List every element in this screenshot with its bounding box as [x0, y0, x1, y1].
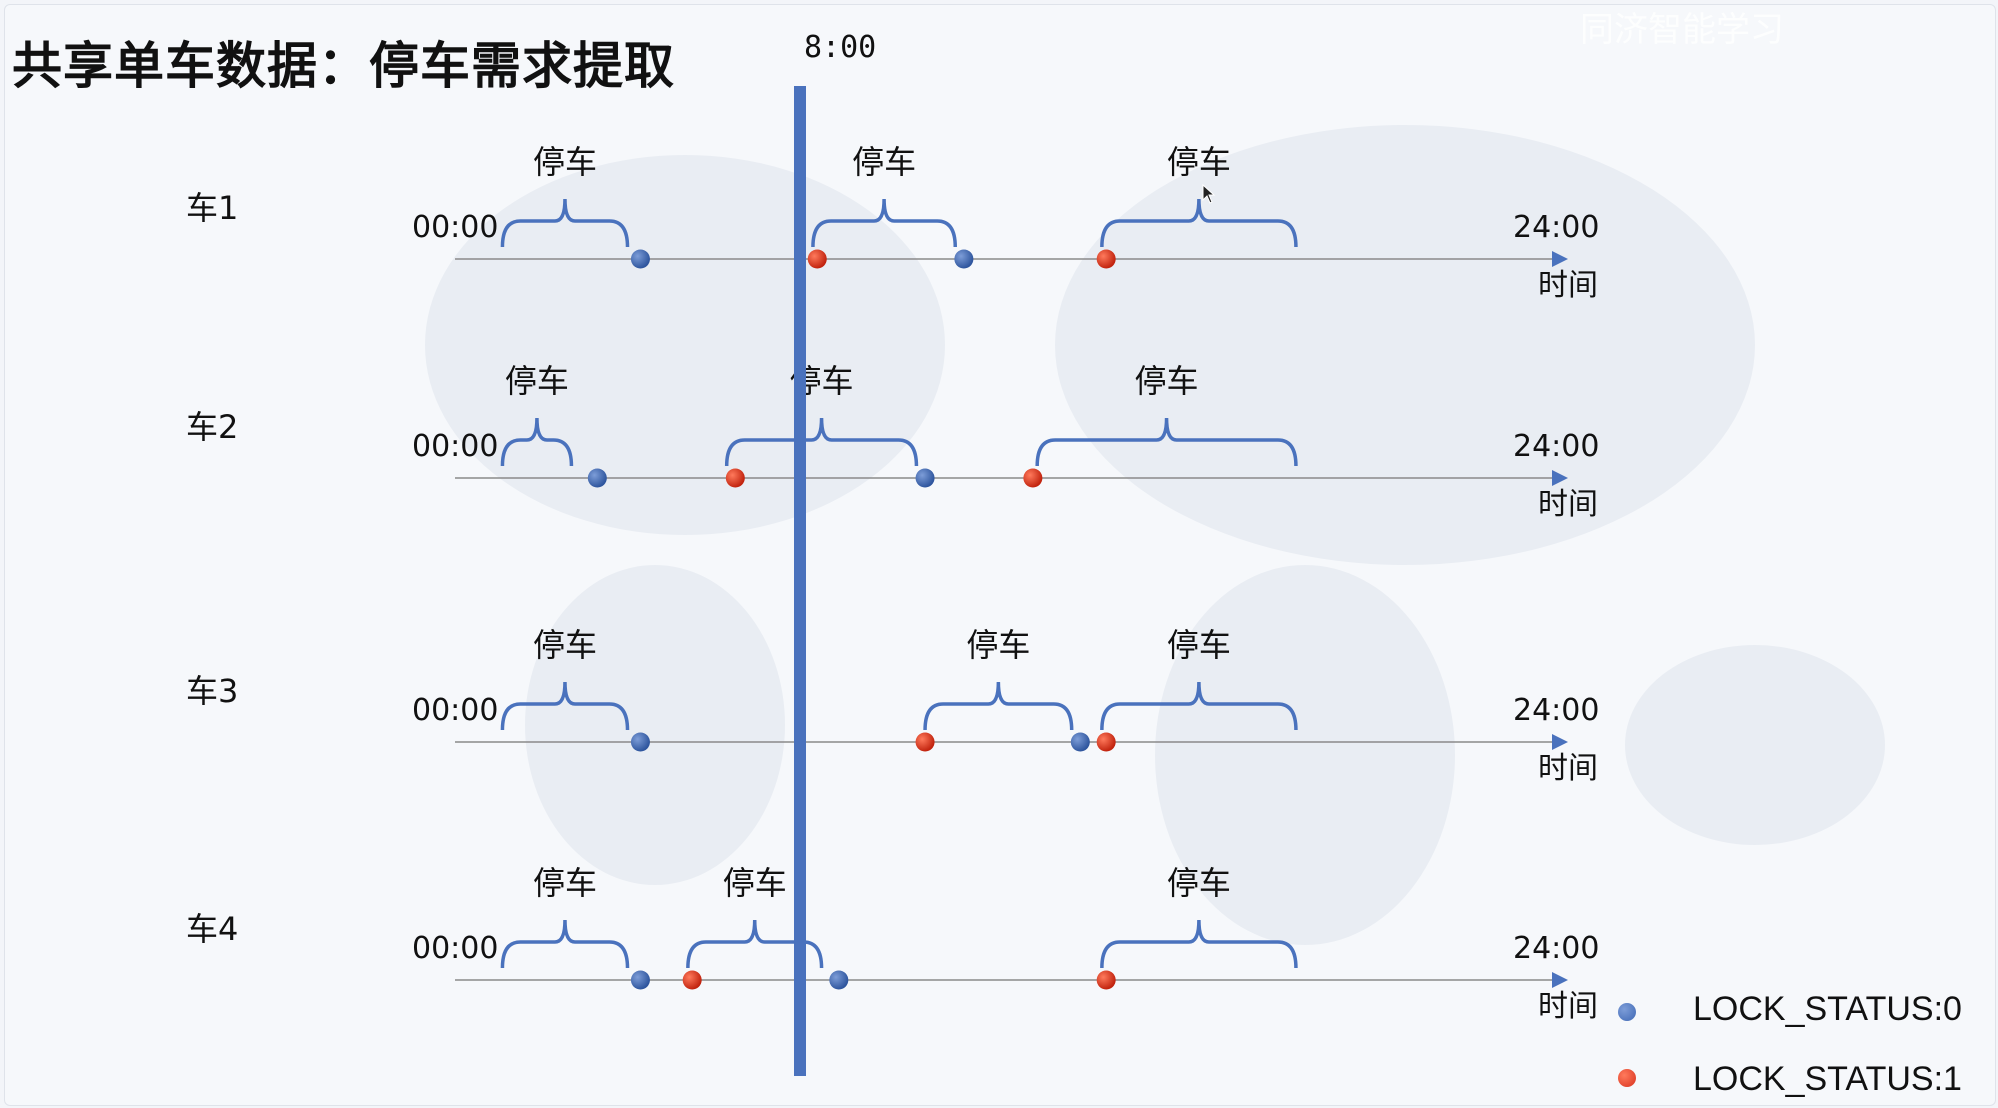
- parking-brace: [1100, 681, 1298, 731]
- lock-status-0-dot: [587, 468, 607, 488]
- row-label: 车4: [186, 910, 238, 948]
- parking-label: 停车: [505, 362, 569, 400]
- parking-brace: [500, 681, 630, 731]
- time-marker-line: [794, 86, 806, 1076]
- map-background: [425, 155, 945, 535]
- lock-status-1-dot: [1096, 970, 1116, 990]
- axis-arrow-icon: [1552, 470, 1568, 486]
- axis-end-label: 24:00: [1513, 693, 1599, 728]
- lock-status-0-dot: [915, 468, 935, 488]
- lock-status-1-dot: [682, 970, 702, 990]
- legend-dot-lock1: [1618, 1069, 1636, 1087]
- axis-start-label: 00:00: [412, 693, 498, 728]
- axis-end-label: 24:00: [1513, 931, 1599, 966]
- legend-label-lock0: LOCK_STATUS:0: [1693, 990, 1962, 1028]
- axis-arrow-icon: [1552, 734, 1568, 750]
- parking-brace: [923, 681, 1074, 731]
- lock-status-1-dot: [807, 249, 827, 269]
- page-title: 共享单车数据：停车需求提取: [12, 37, 675, 95]
- parking-label: 停车: [966, 626, 1030, 664]
- axis-time-label: 时间: [1538, 487, 1598, 522]
- lock-status-0-dot: [630, 732, 650, 752]
- parking-brace: [1100, 919, 1298, 969]
- parking-brace: [500, 919, 630, 969]
- parking-brace: [1035, 417, 1298, 467]
- legend-dot-lock0: [1618, 1003, 1636, 1021]
- slide: [4, 4, 1996, 1106]
- row-label: 车3: [186, 672, 238, 710]
- axis-time-label: 时间: [1538, 989, 1598, 1024]
- axis-time-label: 时间: [1538, 268, 1598, 303]
- lock-status-1-dot: [1096, 249, 1116, 269]
- parking-label: 停车: [533, 143, 597, 181]
- parking-label: 停车: [1167, 864, 1231, 902]
- parking-brace: [1100, 198, 1298, 248]
- parking-label: 停车: [852, 143, 916, 181]
- lock-status-0-dot: [954, 249, 974, 269]
- row-label: 车2: [186, 408, 238, 446]
- axis-start-label: 00:00: [412, 429, 498, 464]
- axis-time-label: 时间: [1538, 751, 1598, 786]
- axis-arrow-icon: [1552, 251, 1568, 267]
- parking-label: 停车: [1167, 626, 1231, 664]
- lock-status-0-dot: [630, 249, 650, 269]
- parking-label: 停车: [723, 864, 787, 902]
- parking-label: 停车: [533, 864, 597, 902]
- map-background: [525, 565, 785, 885]
- map-background: [1625, 645, 1885, 845]
- parking-brace: [686, 919, 824, 969]
- lock-status-1-dot: [725, 468, 745, 488]
- time-marker-label: 8:00: [804, 30, 877, 65]
- lock-status-1-dot: [1096, 732, 1116, 752]
- legend-label-lock1: LOCK_STATUS:1: [1693, 1060, 1962, 1098]
- lock-status-0-dot: [829, 970, 849, 990]
- lock-status-0-dot: [630, 970, 650, 990]
- lock-status-1-dot: [1023, 468, 1043, 488]
- parking-label: 停车: [533, 626, 597, 664]
- parking-label: 停车: [1135, 362, 1199, 400]
- map-background: [1055, 125, 1755, 565]
- parking-brace: [500, 198, 630, 248]
- watermark-text: 同济智能学习: [1580, 10, 1784, 50]
- lock-status-0-dot: [1070, 732, 1090, 752]
- parking-label: 停车: [1167, 143, 1231, 181]
- parking-brace: [724, 417, 919, 467]
- parking-brace: [811, 198, 957, 248]
- lock-status-1-dot: [915, 732, 935, 752]
- axis-arrow-icon: [1552, 972, 1568, 988]
- mouse-cursor-icon: [1202, 184, 1216, 204]
- axis-start-label: 00:00: [412, 931, 498, 966]
- map-background: [1155, 565, 1455, 945]
- axis-end-label: 24:00: [1513, 429, 1599, 464]
- axis-start-label: 00:00: [412, 210, 498, 245]
- parking-brace: [500, 417, 574, 467]
- row-label: 车1: [186, 189, 238, 227]
- axis-end-label: 24:00: [1513, 210, 1599, 245]
